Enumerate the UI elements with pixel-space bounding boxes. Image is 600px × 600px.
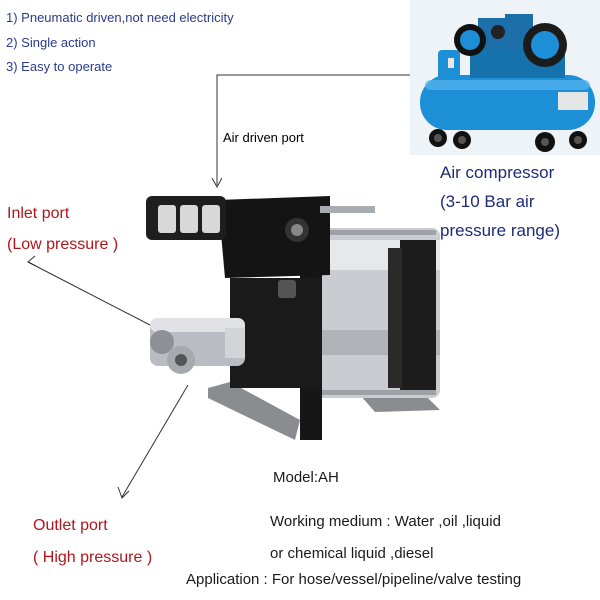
inlet-port-subtitle: (Low pressure ) <box>7 236 119 253</box>
feature-1: 1) Pneumatic driven,not need electricity <box>6 10 234 25</box>
compressor-label-line-2: (3-10 Bar air <box>440 192 535 211</box>
working-medium: Working medium : Water ,oil ,liquid or c… <box>270 506 501 570</box>
air-compressor-illustration <box>410 0 600 155</box>
inlet-port-label: Inlet port (Low pressure ) <box>7 198 118 260</box>
working-medium-line-1: Working medium : Water ,oil ,liquid <box>270 513 501 530</box>
feature-2: 2) Single action <box>6 35 96 50</box>
air-port-label: Air driven port <box>223 130 304 145</box>
inlet-port-title: Inlet port <box>7 205 70 222</box>
outlet-port-label: Outlet port ( High pressure ) <box>33 510 152 574</box>
connector-lines <box>27 74 410 499</box>
application-label: Application : For hose/vessel/pipeline/v… <box>186 571 522 588</box>
pump-illustration <box>146 196 440 440</box>
compressor-label: Air compressor (3-10 Bar air pressure ra… <box>440 158 560 245</box>
outlet-port-subtitle: ( High pressure ) <box>33 549 153 566</box>
working-medium-line-2: or chemical liquid ,diesel <box>270 545 434 562</box>
compressor-label-line-1: Air compressor <box>440 163 555 182</box>
model-label: Model:AH <box>273 469 339 486</box>
outlet-port-title: Outlet port <box>33 517 108 534</box>
compressor-label-line-3: pressure range) <box>440 221 561 240</box>
feature-3: 3) Easy to operate <box>6 59 113 74</box>
